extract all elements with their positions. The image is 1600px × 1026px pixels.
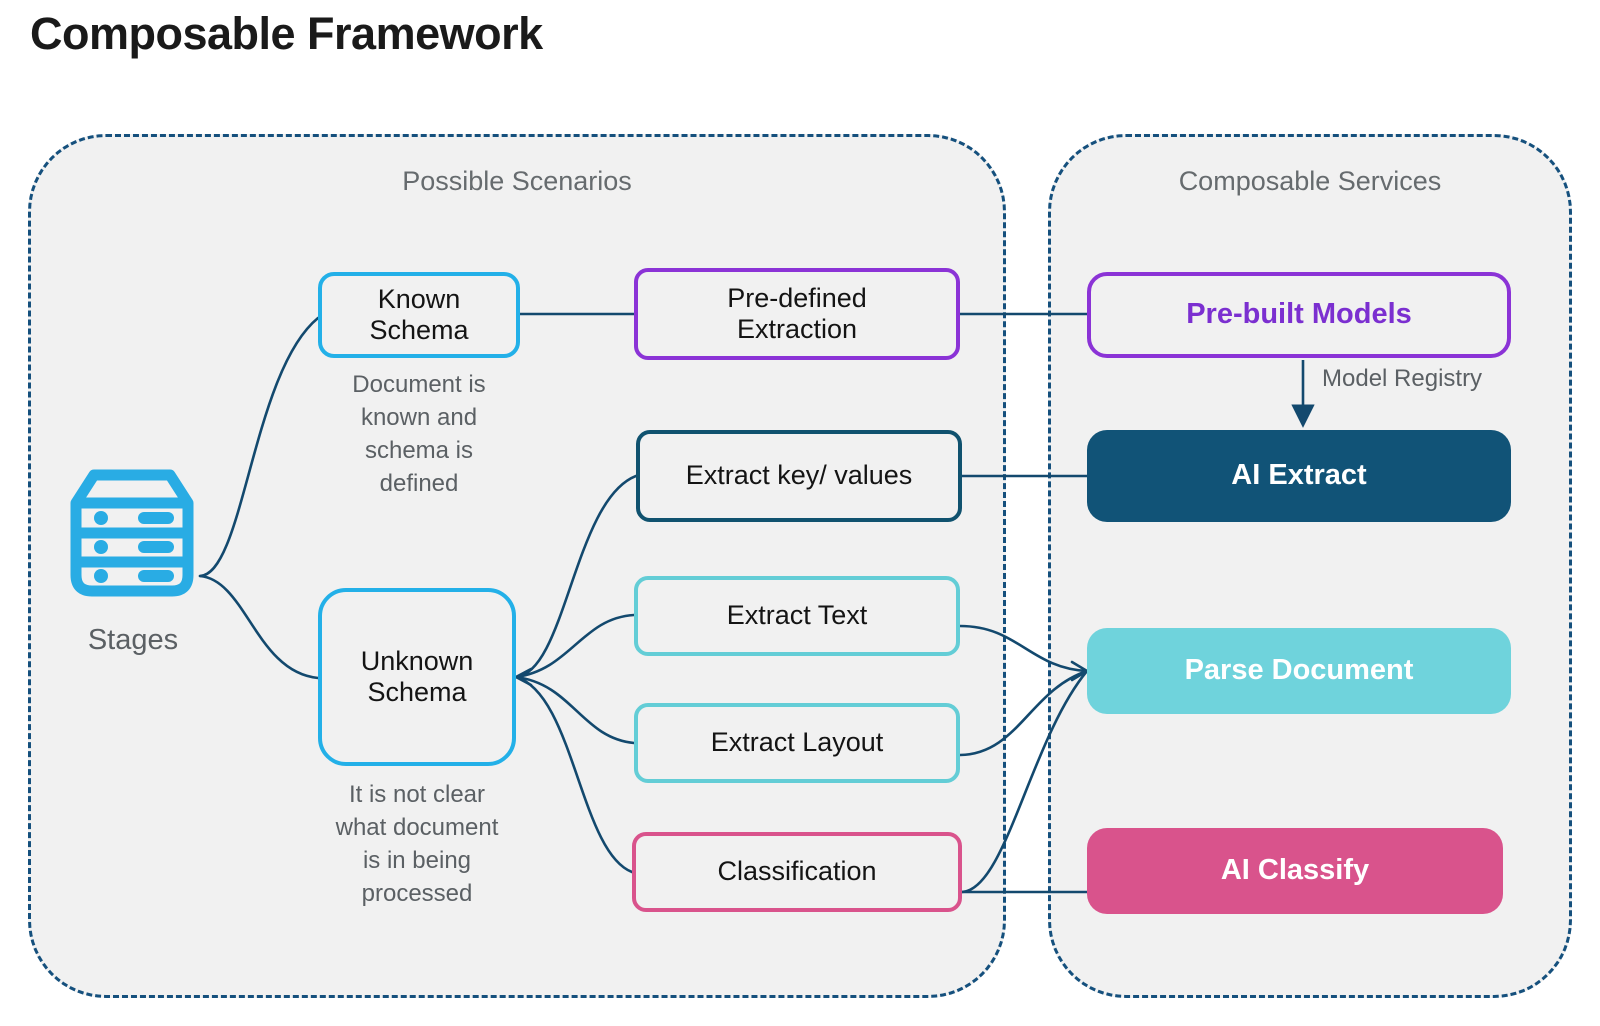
stages-label: Stages: [87, 624, 179, 656]
server-stack-icon: [70, 469, 194, 597]
caption-unknown-schema: It is not clear what document is in bein…: [335, 781, 499, 908]
caption-known-schema: Document is known and schema is defined: [352, 371, 486, 498]
node-unknown-schema[interactable]: Unknown Schema: [318, 588, 516, 766]
node-classification[interactable]: Classification: [632, 832, 962, 912]
page-title: Composable Framework: [30, 8, 543, 59]
node-extract-text[interactable]: Extract Text: [634, 576, 960, 656]
edge-label-model-registry: Model Registry: [1322, 365, 1483, 392]
node-pre-defined-extraction[interactable]: Pre-defined Extraction: [634, 268, 960, 360]
node-parse-document[interactable]: Parse Document: [1087, 628, 1511, 714]
node-known-schema[interactable]: Known Schema: [318, 272, 520, 358]
node-ai-extract[interactable]: AI Extract: [1087, 430, 1511, 522]
node-extract-key-values[interactable]: Extract key/ values: [636, 430, 962, 522]
node-extract-layout[interactable]: Extract Layout: [634, 703, 960, 783]
panel-title-possible-scenarios: Possible Scenarios: [402, 166, 632, 196]
panel-title-composable-services: Composable Services: [1178, 166, 1442, 196]
node-ai-classify[interactable]: AI Classify: [1087, 828, 1503, 914]
node-pre-built-models[interactable]: Pre-built Models: [1087, 272, 1511, 358]
